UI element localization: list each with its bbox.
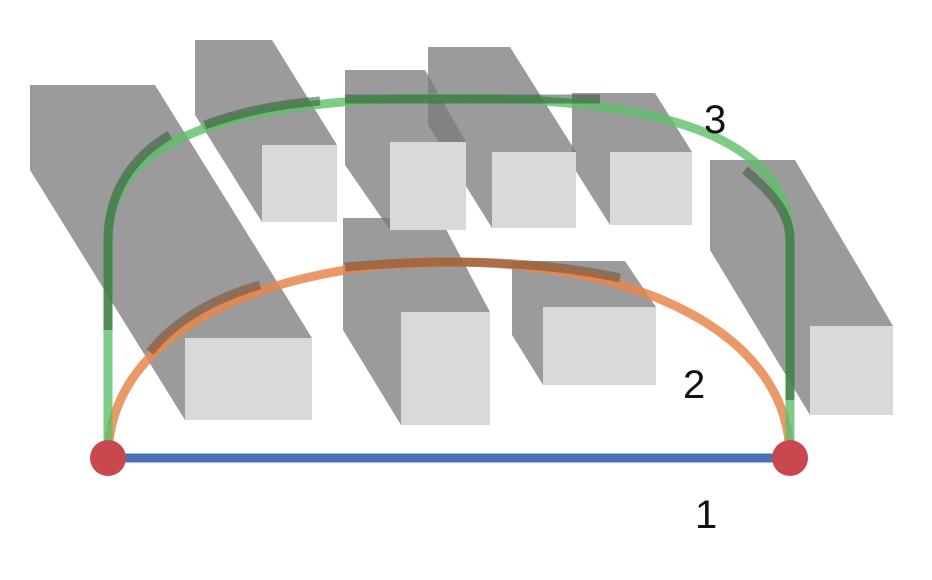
building-tops [185, 142, 893, 425]
building-top [185, 338, 312, 420]
building-shadow [30, 85, 312, 420]
route-1-label: 1 [695, 493, 717, 537]
route-3-label: 3 [704, 98, 726, 142]
route-2-label: 2 [683, 363, 705, 407]
building-top [401, 312, 490, 425]
start-point [90, 440, 126, 476]
building-top [492, 152, 576, 228]
end-point [772, 440, 808, 476]
building-top [262, 145, 337, 222]
building-top [610, 152, 692, 225]
building-top [390, 142, 466, 230]
route-overlap-shading [103, 94, 795, 400]
building-top [810, 326, 893, 415]
building-top [543, 307, 656, 385]
